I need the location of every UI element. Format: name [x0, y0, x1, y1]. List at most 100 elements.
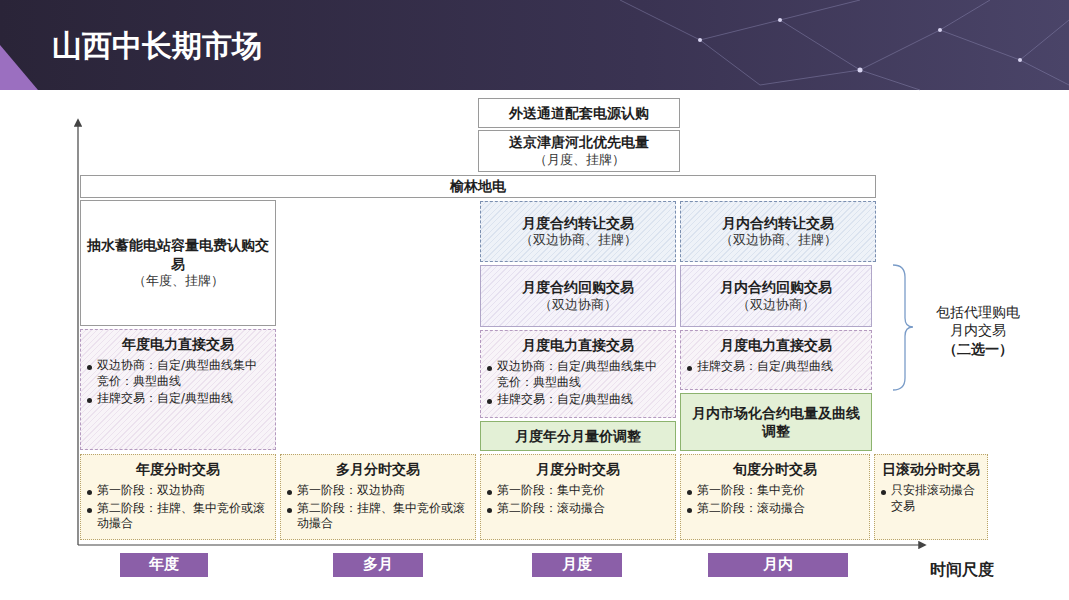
- box-heading: 月内合约回购交易: [720, 278, 832, 296]
- bullet-item: 只安排滚动撮合交易: [881, 483, 981, 514]
- box-heading: 榆林地电: [450, 177, 506, 195]
- box-heading: 年度电力直接交易: [122, 335, 234, 353]
- box-heading: 送京津唐河北优先电量: [509, 133, 649, 151]
- bracket: [893, 265, 913, 390]
- box-subtext: （双边协商）: [539, 297, 617, 314]
- bullet-dot: [87, 490, 92, 495]
- time-share-box: 旬度分时交易第一阶段：集中竞价第二阶段：滚动撮合: [680, 454, 870, 540]
- box-heading: 月度: [562, 555, 592, 575]
- box-subtext: （年度、挂牌）: [133, 273, 224, 290]
- scale-tag: 年度: [120, 553, 208, 577]
- axis-label: 时间尺度: [930, 560, 1020, 581]
- bullet-item: 第一阶段：双边协商: [287, 483, 469, 499]
- bullet-dot: [687, 366, 692, 371]
- bullet-text: 第一阶段：集中竞价: [697, 483, 805, 499]
- bullet-item: 挂牌交易：自定/典型曲线: [687, 359, 865, 375]
- time-share-box: 日滚动分时交易只安排滚动撮合交易: [874, 454, 988, 540]
- bullet-item: 第一阶段：集中竞价: [487, 483, 669, 499]
- bullet-text: 第一阶段：双边协商: [297, 483, 405, 499]
- x-axis: [78, 544, 925, 545]
- bullet-dot: [487, 490, 492, 495]
- bullet-dot: [87, 365, 92, 370]
- box-heading: 日滚动分时交易: [882, 460, 980, 478]
- scale-tag: 月内: [708, 553, 848, 577]
- transfer-box: 月度合约转让交易（双边协商、挂牌）: [480, 201, 676, 262]
- bullet-item: 第一阶段：集中竞价: [687, 483, 863, 499]
- bullet-text: 第二阶段：挂牌、集中竞价或滚动撮合: [97, 501, 269, 532]
- box-heading: 年度分时交易: [136, 460, 220, 478]
- box-heading: 年度: [149, 555, 179, 575]
- box-heading: 月度合约回购交易: [522, 278, 634, 296]
- direct-trade-box: 月度电力直接交易双边协商：自定/典型曲线集中竞价：典型曲线挂牌交易：自定/典型曲…: [480, 330, 676, 418]
- slide-title: 山西中长期市场: [52, 26, 262, 67]
- bullet-item: 第一阶段：双边协商: [87, 483, 269, 499]
- bullet-dot: [487, 399, 492, 404]
- adjust-box: 月度年分月量价调整: [480, 421, 676, 451]
- bullet-dot: [287, 508, 292, 513]
- box-heading: 月内合约转让交易: [722, 214, 834, 232]
- box-subtext: （双边协商、挂牌）: [720, 232, 837, 249]
- adjust-box: 月内市场化合约电量及曲线调整: [680, 393, 872, 451]
- bullet-text: 只安排滚动撮合交易: [891, 483, 981, 514]
- box-heading: 月度年分月量价调整: [515, 427, 641, 445]
- bullet-item: 第二阶段：滚动撮合: [487, 501, 669, 517]
- box-heading: 外送通道配套电源认购: [509, 104, 649, 122]
- bullet-text: 双边协商：自定/典型曲线集中竞价：典型曲线: [497, 359, 669, 390]
- bullet-dot: [687, 490, 692, 495]
- bracket-note: （二选一）: [925, 340, 1031, 358]
- bracket-note: 包括代理购电 月内交易: [932, 303, 1024, 339]
- box-heading: 月度合约转让交易: [522, 214, 634, 232]
- bullet-item: 双边协商：自定/典型曲线集中竞价：典型曲线: [487, 359, 669, 390]
- header-accent: [0, 45, 38, 90]
- box-heading: 旬度分时交易: [733, 460, 817, 478]
- bullet-text: 第一阶段：双边协商: [97, 483, 205, 499]
- bullet-item: 双边协商：自定/典型曲线集中竞价：典型曲线: [87, 358, 269, 389]
- box-heading: 多月: [363, 555, 393, 575]
- box-heading: 月内: [763, 555, 793, 575]
- time-share-box: 多月分时交易第一阶段：双边协商第二阶段：挂牌、集中竞价或滚动撮合: [280, 454, 476, 540]
- source-box: 外送通道配套电源认购: [478, 98, 680, 128]
- bullet-item: 挂牌交易：自定/典型曲线: [87, 391, 269, 407]
- bullet-item: 第二阶段：挂牌、集中竞价或滚动撮合: [287, 501, 469, 532]
- local-grid-band: 榆林地电: [80, 175, 876, 198]
- bullet-item: 挂牌交易：自定/典型曲线: [487, 392, 669, 408]
- time-share-box: 年度分时交易第一阶段：双边协商第二阶段：挂牌、集中竞价或滚动撮合: [80, 454, 276, 540]
- bullet-text: 挂牌交易：自定/典型曲线: [497, 392, 633, 408]
- header-band: [0, 0, 1069, 90]
- storage-box: 抽水蓄能电站容量电费认购交易（年度、挂牌）: [80, 200, 276, 326]
- direct-trade-box: 月度电力直接交易挂牌交易：自定/典型曲线: [680, 330, 872, 390]
- bullet-text: 第二阶段：滚动撮合: [697, 501, 805, 517]
- bullet-dot: [881, 490, 886, 495]
- y-axis: [77, 120, 78, 545]
- box-heading: 月度分时交易: [536, 460, 620, 478]
- bullet-text: 挂牌交易：自定/典型曲线: [97, 391, 233, 407]
- transfer-box: 月内合约转让交易（双边协商、挂牌）: [680, 201, 876, 262]
- priority-box: 送京津唐河北优先电量（月度、挂牌）: [478, 130, 680, 172]
- bullet-text: 第一阶段：集中竞价: [497, 483, 605, 499]
- buyback-box: 月度合约回购交易（双边协商）: [480, 265, 676, 327]
- bullet-dot: [487, 366, 492, 371]
- box-subtext: （双边协商、挂牌）: [520, 232, 637, 249]
- direct-trade-box: 年度电力直接交易双边协商：自定/典型曲线集中竞价：典型曲线挂牌交易：自定/典型曲…: [80, 329, 276, 450]
- network-dots: [698, 18, 1022, 73]
- bullet-dot: [487, 508, 492, 513]
- bullet-text: 挂牌交易：自定/典型曲线: [697, 359, 833, 375]
- bullet-text: 第二阶段：挂牌、集中竞价或滚动撮合: [297, 501, 469, 532]
- box-heading: 月内市场化合约电量及曲线调整: [687, 404, 865, 440]
- time-share-box: 月度分时交易第一阶段：集中竞价第二阶段：滚动撮合: [480, 454, 676, 540]
- bullet-item: 第二阶段：挂牌、集中竞价或滚动撮合: [87, 501, 269, 532]
- bullet-text: 双边协商：自定/典型曲线集中竞价：典型曲线: [97, 358, 269, 389]
- buyback-box: 月内合约回购交易（双边协商）: [680, 265, 872, 327]
- box-heading: 多月分时交易: [336, 460, 420, 478]
- bullet-dot: [687, 508, 692, 513]
- box-heading: 月度电力直接交易: [720, 336, 832, 354]
- box-heading: 抽水蓄能电站容量电费认购交易: [87, 236, 269, 272]
- box-subtext: （月度、挂牌）: [534, 152, 625, 169]
- bullet-dot: [87, 508, 92, 513]
- box-heading: 月度电力直接交易: [522, 336, 634, 354]
- bullet-text: 第二阶段：滚动撮合: [497, 501, 605, 517]
- bullet-dot: [87, 398, 92, 403]
- bullet-item: 第二阶段：滚动撮合: [687, 501, 863, 517]
- network-lines: [620, 0, 1069, 90]
